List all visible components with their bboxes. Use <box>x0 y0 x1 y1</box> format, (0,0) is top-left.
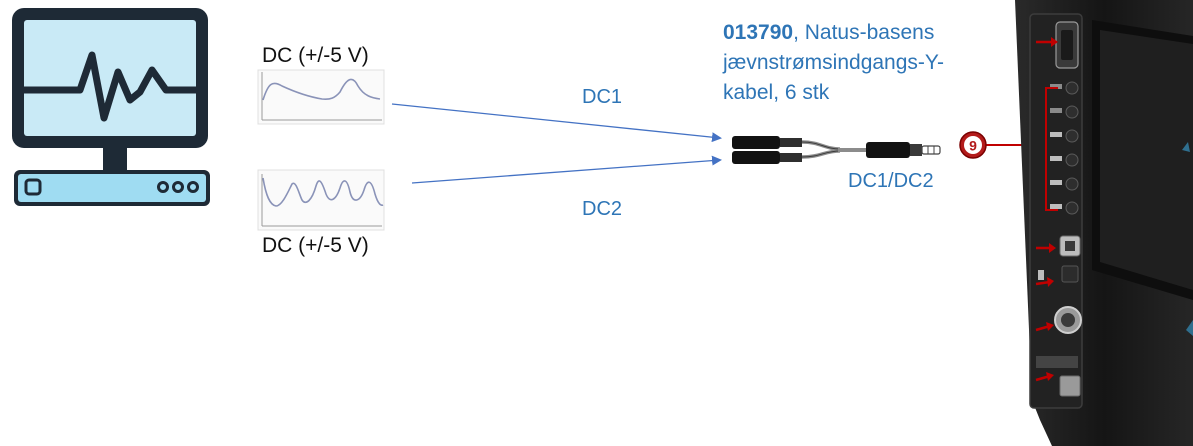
cable-description-line3: kabel, 6 stk <box>723 81 830 104</box>
dc2-label: DC2 <box>582 198 623 220</box>
port-indicator-arrows <box>1035 37 1058 382</box>
dc1-arrow <box>391 103 722 143</box>
cable-caption: 013790, Natus-basens jævnstrømsindgangs-… <box>723 18 944 108</box>
cable-caption-line1: 013790, Natus-basens <box>723 18 944 48</box>
signal-label-top: DC (+/-5 V) <box>262 44 369 67</box>
dc-input-jacks <box>1050 81 1079 215</box>
callout-number: 9 <box>969 138 977 154</box>
dc-signal-waveform-bottom <box>257 169 385 231</box>
dc1-dc2-label: DC1/DC2 <box>848 170 934 192</box>
dc1-label: DC1 <box>582 86 623 108</box>
y-cable-icon <box>732 136 941 164</box>
cable-part-number: 013790 <box>723 21 794 44</box>
dc-signal-waveform-top <box>257 69 385 125</box>
signal-label-bottom: DC (+/-5 V) <box>262 234 369 257</box>
cable-description-line1: , Natus-basens <box>793 21 935 44</box>
dc2-arrow <box>411 155 722 184</box>
natus-base-unit <box>1015 0 1193 446</box>
cable-description-line2: jævnstrømsindgangs-Y- <box>723 51 944 74</box>
monitor-with-heartbeat-icon <box>12 8 210 206</box>
